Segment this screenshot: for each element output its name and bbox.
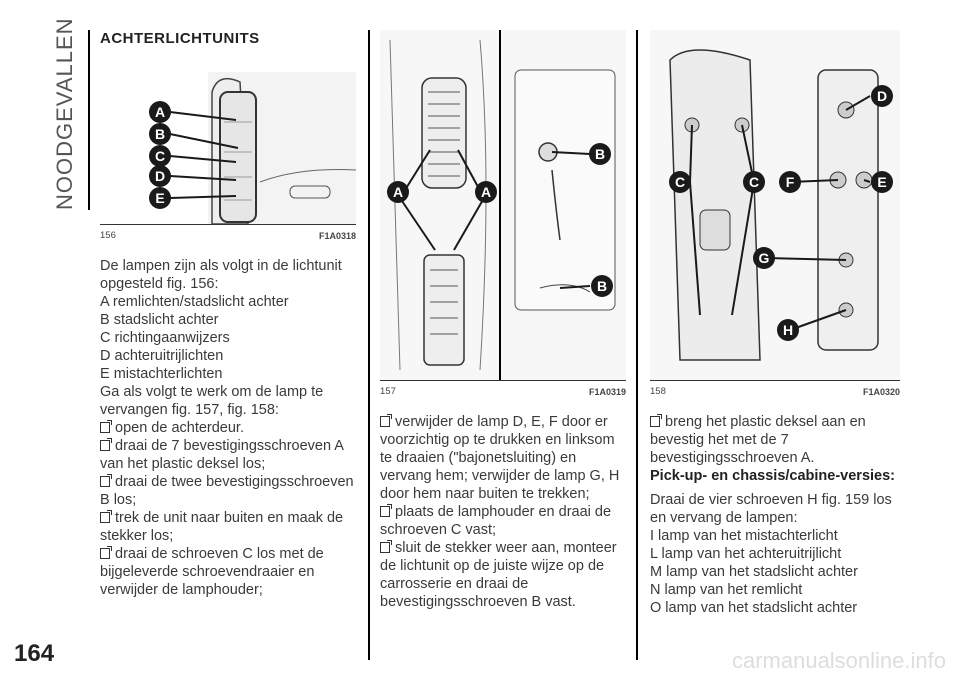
- figure-157: A A B B: [380, 30, 626, 381]
- figure-156: A B C D E: [100, 52, 357, 225]
- label-f: F: [786, 174, 795, 190]
- label-c: C: [155, 148, 165, 164]
- section-tab: NOODGEVALLEN: [52, 17, 82, 210]
- checkbox-bullet-icon: [380, 414, 392, 427]
- intro-text: De lampen zijn als volgt in de lichtunit…: [100, 258, 342, 292]
- column-divider-2: [636, 30, 638, 660]
- label-a: A: [481, 184, 491, 200]
- door-panel-illustration: A A B B: [380, 30, 626, 380]
- label-b: B: [597, 278, 607, 294]
- section-title: NOODGEVALLEN: [52, 17, 77, 210]
- figure-code: F1A0319: [588, 387, 626, 397]
- checkbox-bullet-icon: [650, 414, 662, 427]
- bullet-item: sluit de stekker weer aan, monteer de li…: [380, 540, 617, 610]
- bullet-item: plaats de lamphouder en draai de schroev…: [380, 504, 612, 538]
- paragraph: Draai de vier schroeven H fig. 159 los e…: [650, 492, 892, 526]
- figure-code: F1A0320: [862, 387, 900, 397]
- taillight-illustration: A B C D E: [100, 52, 357, 225]
- procedure-text: Ga als volgt te werk om de lamp te verva…: [100, 384, 324, 418]
- bullet-item: draai de 7 bevestigingsschroeven A van h…: [100, 438, 344, 472]
- lamp-holder-illustration: D C C F E G H: [650, 30, 900, 380]
- label-c: C: [749, 174, 759, 190]
- list-item: N lamp van het remlicht: [650, 582, 803, 598]
- list-item: O lamp van het stadslicht achter: [650, 600, 858, 616]
- figure-number: 158: [650, 386, 666, 397]
- figure-number: 157: [380, 386, 396, 397]
- list-item: I lamp van het mistachterlicht: [650, 528, 838, 544]
- column-1: ACHTERLICHTUNITS A B C D: [100, 30, 357, 599]
- callout-labels: A B C D E: [149, 101, 171, 209]
- list-item: A remlichten/stadslicht achter: [100, 294, 289, 310]
- section-divider: [88, 30, 90, 210]
- label-e: E: [877, 174, 886, 190]
- label-d: D: [155, 168, 165, 184]
- column-3: D C C F E G H 158 F1A0320 breng het plas…: [650, 30, 900, 617]
- checkbox-bullet-icon: [380, 540, 392, 553]
- label-g: G: [759, 250, 770, 266]
- figure-code: F1A0318: [318, 231, 356, 241]
- label-b: B: [595, 146, 605, 162]
- label-a: A: [393, 184, 403, 200]
- checkbox-bullet-icon: [100, 546, 112, 559]
- figure-caption: 158 F1A0320: [650, 383, 900, 401]
- bullet-item: breng het plastic deksel aan en bevestig…: [650, 414, 866, 466]
- list-item: M lamp van het stadslicht achter: [650, 564, 858, 580]
- label-a: A: [155, 104, 165, 120]
- label-e: E: [155, 190, 164, 206]
- bullet-item: trek de unit naar buiten en maak de stek…: [100, 510, 344, 544]
- checkbox-bullet-icon: [100, 420, 112, 433]
- figure-caption: 156 F1A0318: [100, 227, 356, 245]
- list-item: C richtingaanwijzers: [100, 330, 230, 346]
- list-item: L lamp van het achteruitrijlicht: [650, 546, 842, 562]
- watermark: carmanualsonline.info: [731, 648, 946, 673]
- list-item: B stadslicht achter: [100, 312, 219, 328]
- label-d: D: [877, 88, 887, 104]
- checkbox-bullet-icon: [100, 438, 112, 451]
- label-h: H: [783, 322, 793, 338]
- section-heading: ACHTERLICHTUNITS: [100, 30, 260, 47]
- bullet-item: open de achterdeur.: [100, 419, 356, 437]
- bullet-item: draai de schroeven C los met de bijgelev…: [100, 546, 324, 598]
- subheading: Pick-up- en chassis/cabine-versies:: [650, 468, 895, 484]
- checkbox-bullet-icon: [380, 504, 392, 517]
- bullet-item: draai de twee bevestigingsschroeven B lo…: [100, 474, 354, 508]
- page-number: 164: [14, 640, 55, 667]
- checkbox-bullet-icon: [100, 510, 112, 523]
- list-item: E mistachterlichten: [100, 366, 223, 382]
- bullet-item: verwijder de lamp D, E, F door er voorzi…: [380, 414, 620, 502]
- list-item: D achteruitrijlichten: [100, 348, 224, 364]
- figure-caption: 157 F1A0319: [380, 383, 626, 401]
- column-2: A A B B 157 F1A0319 verwijder de lamp D,…: [380, 30, 626, 611]
- label-c: C: [675, 174, 685, 190]
- label-b: B: [155, 126, 165, 142]
- figure-158: D C C F E G H: [650, 30, 900, 381]
- figure-number: 156: [100, 230, 116, 241]
- checkbox-bullet-icon: [100, 474, 112, 487]
- column-divider-1: [368, 30, 370, 660]
